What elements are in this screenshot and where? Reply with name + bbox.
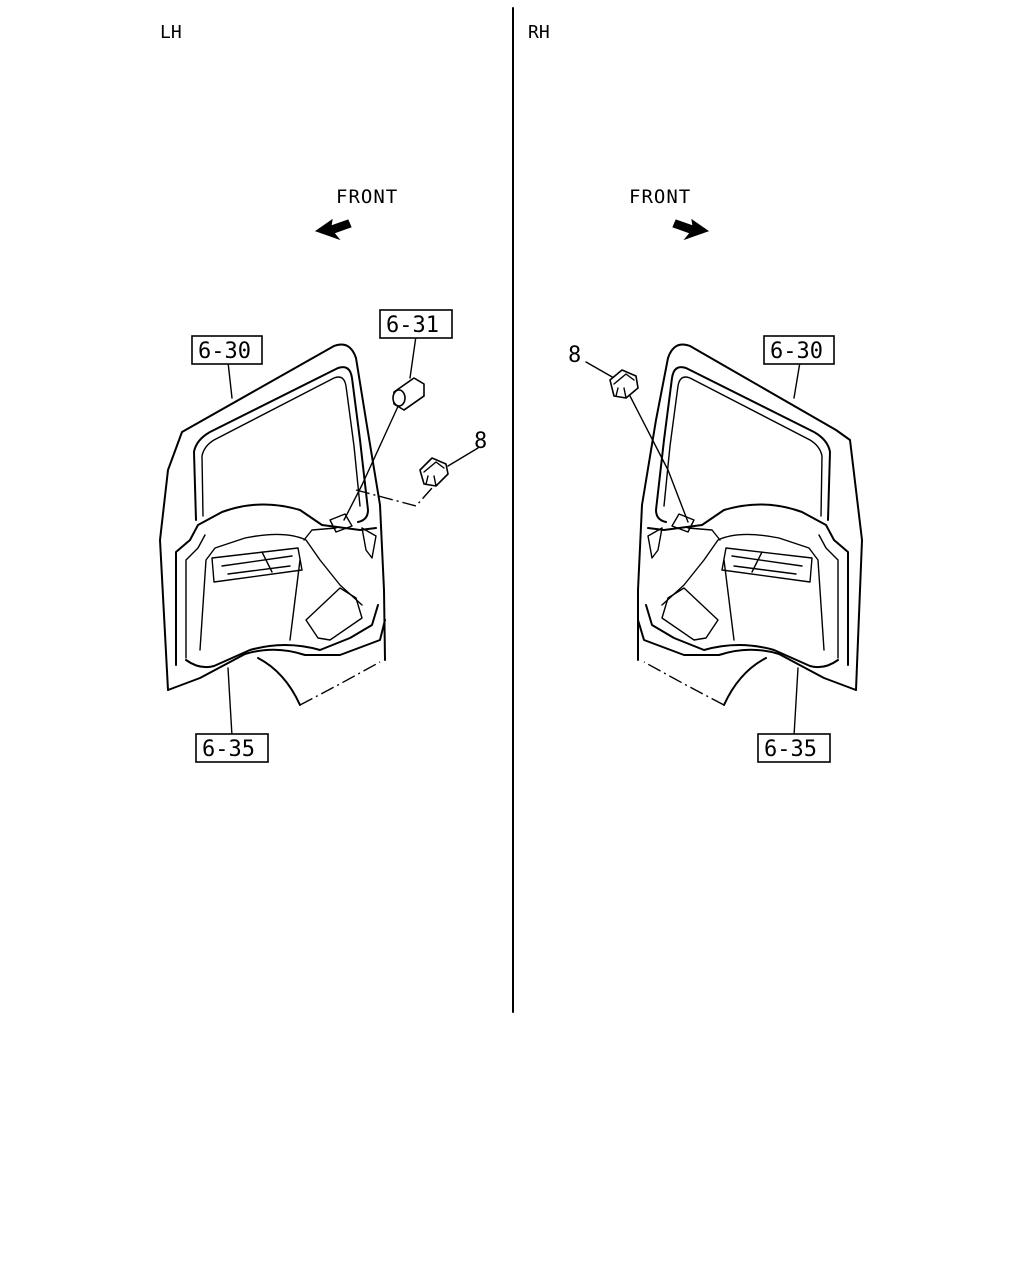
lh-part-8-icon xyxy=(419,457,449,487)
rh-door-illustration xyxy=(637,343,863,706)
lh-ref-6-35: 6-35 xyxy=(202,737,255,762)
lh-leader-part-8 xyxy=(447,447,479,467)
lh-leader-6-35 xyxy=(227,667,233,737)
rh-front-arrow-icon xyxy=(672,218,710,241)
rh-panel: RH FRONT xyxy=(528,22,863,763)
rh-front-label: FRONT xyxy=(629,186,691,208)
lh-ref-box-6-35 xyxy=(195,733,269,763)
lh-leader-6-30 xyxy=(227,361,233,399)
lh-panel: LH FRONT xyxy=(159,22,487,763)
rh-ref-box-6-35 xyxy=(757,733,831,763)
lh-leader-clip xyxy=(343,401,401,521)
lh-leader-6-31 xyxy=(409,335,417,379)
lh-front-label: FRONT xyxy=(336,186,398,208)
lh-ref-6-30: 6-30 xyxy=(198,339,251,364)
rh-ref-6-35: 6-35 xyxy=(764,737,817,762)
rh-ref-6-30: 6-30 xyxy=(770,339,823,364)
rh-part-number-8: 8 xyxy=(568,343,581,368)
lh-ref-box-6-31 xyxy=(379,309,453,339)
lh-leader-part-8-dash xyxy=(355,487,433,507)
rh-leader-6-30 xyxy=(793,361,801,399)
lh-part-number-8: 8 xyxy=(474,429,487,454)
rh-leader-6-35 xyxy=(793,667,799,737)
rh-ref-box-6-30 xyxy=(763,335,835,365)
rh-part-8-icon xyxy=(609,369,639,399)
lh-door-illustration xyxy=(159,343,386,706)
rh-leader-part-8 xyxy=(585,361,615,379)
lh-front-arrow-icon xyxy=(314,218,352,241)
lh-side-label: LH xyxy=(160,22,182,43)
lh-ref-6-31: 6-31 xyxy=(386,313,439,338)
rh-side-label: RH xyxy=(528,22,550,43)
rh-leader-clip xyxy=(629,395,689,523)
lh-clip-6-31-icon xyxy=(392,377,425,411)
lh-ref-box-6-30 xyxy=(191,335,263,365)
